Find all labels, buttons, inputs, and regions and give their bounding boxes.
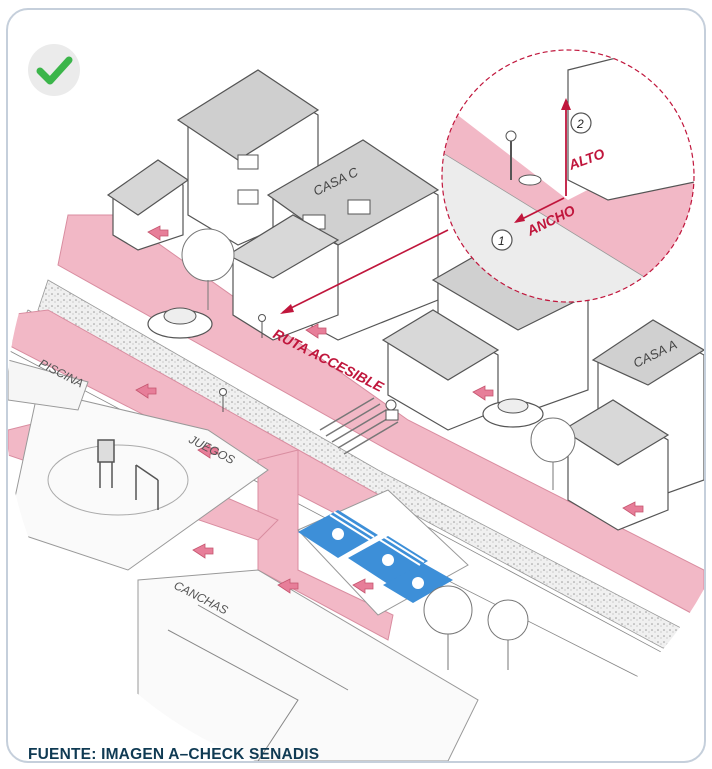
check-icon bbox=[28, 44, 80, 96]
marker-1-label: 1 bbox=[498, 234, 505, 248]
accessible-route-illustration: CASA C CASA A RUTA ACCESIBLE PISCINA JUE… bbox=[8, 10, 704, 761]
approved-badge bbox=[28, 44, 80, 96]
illustration-card: CASA C CASA A RUTA ACCESIBLE PISCINA JUE… bbox=[6, 8, 706, 763]
source-caption: FUENTE: IMAGEN A–CHECK SENADIS bbox=[28, 746, 319, 763]
marker-2-label: 2 bbox=[576, 117, 584, 131]
